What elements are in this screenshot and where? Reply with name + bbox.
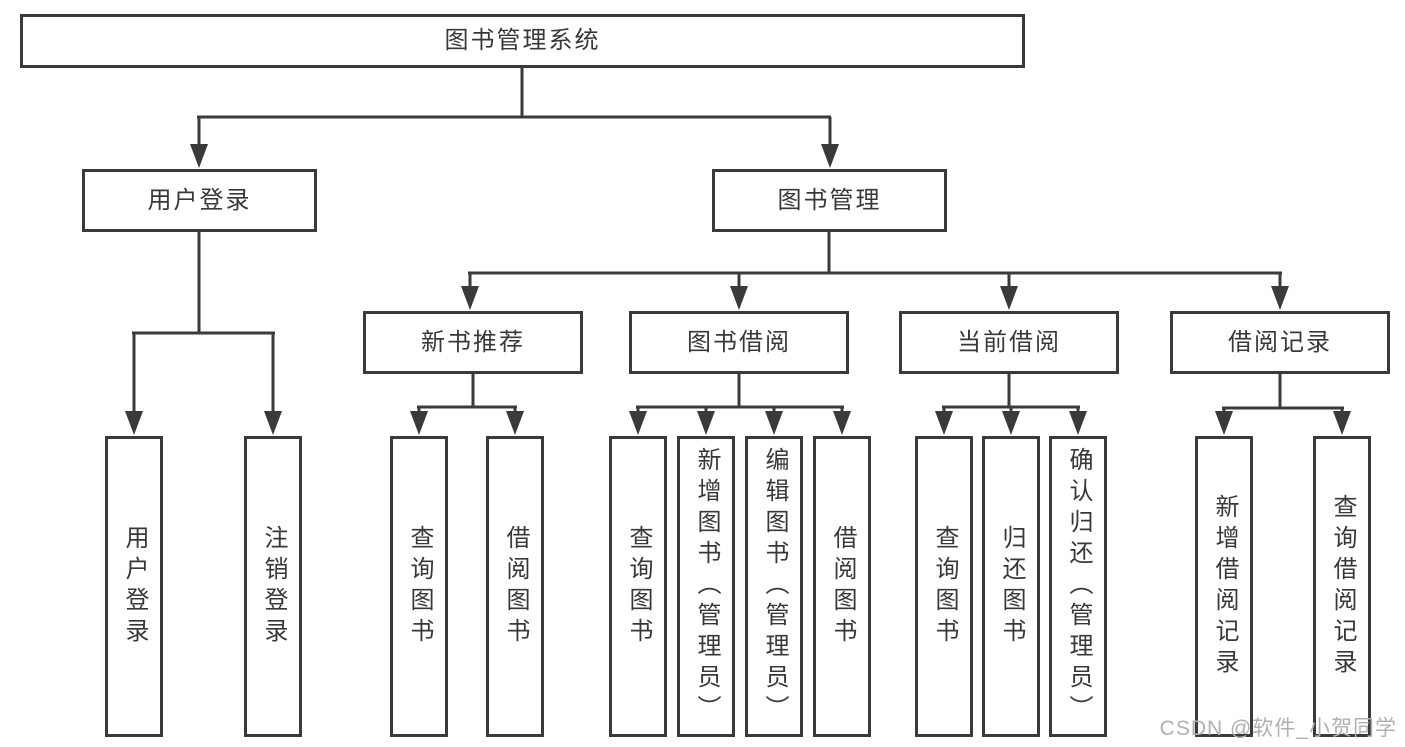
node-borrowing-records-label: 借阅记录 — [1228, 328, 1332, 356]
leaf-cb-confirm-return-admin-label: 确认归还（管理员） — [1065, 447, 1092, 726]
leaf-logout-login-label: 注销登录 — [260, 524, 287, 649]
leaf-bb-query-books: 查询图书 — [609, 436, 667, 737]
leaf-user-login: 用户登录 — [105, 436, 163, 737]
leaf-user-login-label: 用户登录 — [121, 524, 148, 649]
leaf-bb-add-book-admin: 新增图书（管理员） — [677, 436, 735, 737]
leaf-cb-query-books: 查询图书 — [915, 436, 973, 737]
node-root: 图书管理系统 — [20, 14, 1025, 68]
leaf-bb-add-book-admin-label: 新增图书（管理员） — [693, 447, 720, 726]
node-book-management-label: 图书管理 — [777, 186, 882, 214]
node-root-label: 图书管理系统 — [444, 27, 601, 54]
leaf-cb-return-books-label: 归还图书 — [998, 524, 1025, 649]
leaf-br-add-borrow-record: 新增借阅记录 — [1195, 436, 1253, 737]
node-new-book-recommendation: 新书推荐 — [363, 311, 583, 374]
node-user-login-label: 用户登录 — [147, 186, 252, 214]
leaf-nbr-borrow-books-label: 借阅图书 — [502, 524, 529, 649]
leaf-cb-query-books-label: 查询图书 — [931, 524, 958, 649]
node-user-login: 用户登录 — [82, 169, 317, 232]
leaf-bb-query-books-label: 查询图书 — [625, 524, 652, 649]
leaf-br-query-borrow-record: 查询借阅记录 — [1313, 436, 1371, 737]
node-current-borrowing-label: 当前借阅 — [957, 328, 1061, 356]
leaf-bb-edit-book-admin-label: 编辑图书（管理员） — [761, 447, 788, 726]
leaf-bb-edit-book-admin: 编辑图书（管理员） — [745, 436, 803, 737]
node-book-borrowing-label: 图书借阅 — [687, 328, 791, 356]
leaf-nbr-query-books: 查询图书 — [390, 436, 448, 737]
leaf-cb-return-books: 归还图书 — [982, 436, 1040, 737]
node-borrowing-records: 借阅记录 — [1170, 311, 1390, 374]
leaf-br-query-borrow-record-label: 查询借阅记录 — [1329, 493, 1356, 680]
leaf-nbr-borrow-books: 借阅图书 — [486, 436, 544, 737]
leaf-bb-borrow-books-label: 借阅图书 — [829, 524, 856, 649]
node-new-book-recommendation-label: 新书推荐 — [421, 328, 525, 356]
leaf-cb-confirm-return-admin: 确认归还（管理员） — [1049, 436, 1107, 737]
leaf-nbr-query-books-label: 查询图书 — [406, 524, 433, 649]
leaf-bb-borrow-books: 借阅图书 — [813, 436, 871, 737]
watermark-text: CSDN @软件_小贺同学 — [1159, 717, 1397, 740]
leaf-br-add-borrow-record-label: 新增借阅记录 — [1211, 493, 1238, 680]
node-book-management: 图书管理 — [712, 169, 947, 232]
node-book-borrowing: 图书借阅 — [629, 311, 849, 374]
leaf-logout-login: 注销登录 — [244, 436, 302, 737]
node-current-borrowing: 当前借阅 — [899, 311, 1119, 374]
